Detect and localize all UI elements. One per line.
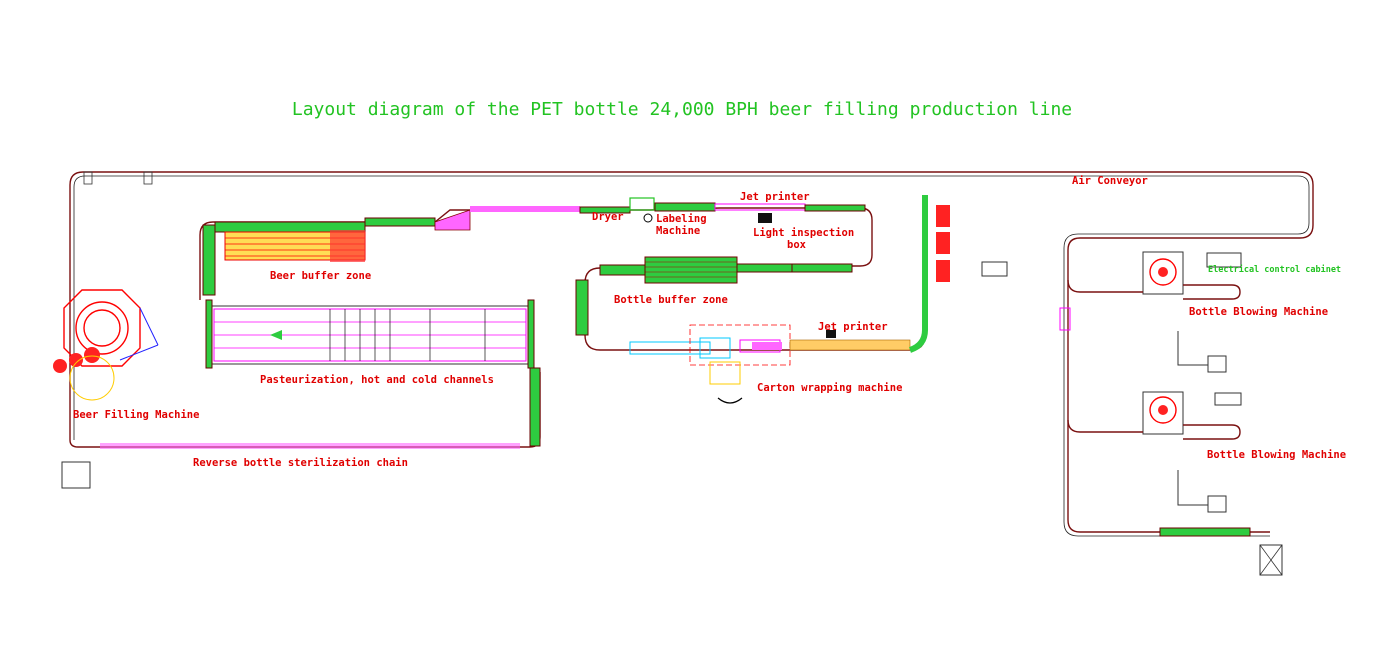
bottle-blowing-1-label: Bottle Blowing Machine (1189, 306, 1328, 318)
bottle-buffer-zone: Bottle buffer zone (575, 195, 926, 351)
reverse-sterilization-chain: Reverse bottle sterilization chain (69, 367, 541, 469)
bottle-blowing-2-label: Bottle Blowing Machine (1207, 449, 1346, 461)
beer-buffer-zone: Beer buffer zone (199, 206, 873, 300)
bottle-blowing-machine-2: Bottle Blowing Machine (1142, 391, 1346, 513)
pasteurization-label: Pasteurization, hot and cold channels (260, 374, 494, 386)
air-conveyor: Air Conveyor (69, 171, 1314, 537)
page-title: Layout diagram of the PET bottle 24,000 … (292, 99, 1072, 120)
electrical-cabinet-label: Electrical control cabinet (1208, 264, 1341, 275)
jet-printer-top-label: Jet printer (740, 191, 810, 203)
jet-printer-bottom-label: Jet printer (818, 321, 888, 333)
reverse-sterilization-label: Reverse bottle sterilization chain (193, 457, 408, 469)
light-inspection-label-2: box (787, 239, 807, 251)
beer-buffer-zone-label: Beer buffer zone (270, 270, 371, 282)
pasteurizer: Pasteurization, hot and cold channels (205, 299, 535, 386)
light-inspection-label-1: Light inspection (753, 227, 854, 239)
labeling-machine-label-1: Labeling (656, 213, 707, 225)
labeling-machine-label-2: Machine (656, 225, 700, 237)
beer-filling-label: Beer Filling Machine (73, 409, 199, 421)
labeling-section: Dryer Labeling Machine Jet printer Light… (592, 191, 866, 251)
dryer-label: Dryer (592, 211, 624, 223)
beer-filling-machine: Beer Filling Machine (53, 289, 199, 489)
bottle-blowing-machine-1: Electrical control cabinet Bottle Blowin… (1142, 251, 1341, 373)
carton-wrapping-section: Jet printer Carton wrapping machine (629, 195, 1008, 404)
bottle-buffer-zone-label: Bottle buffer zone (614, 294, 728, 306)
blower-infeed (1059, 279, 1283, 576)
air-conveyor-label: Air Conveyor (1072, 175, 1148, 187)
carton-wrapping-label: Carton wrapping machine (757, 382, 902, 394)
